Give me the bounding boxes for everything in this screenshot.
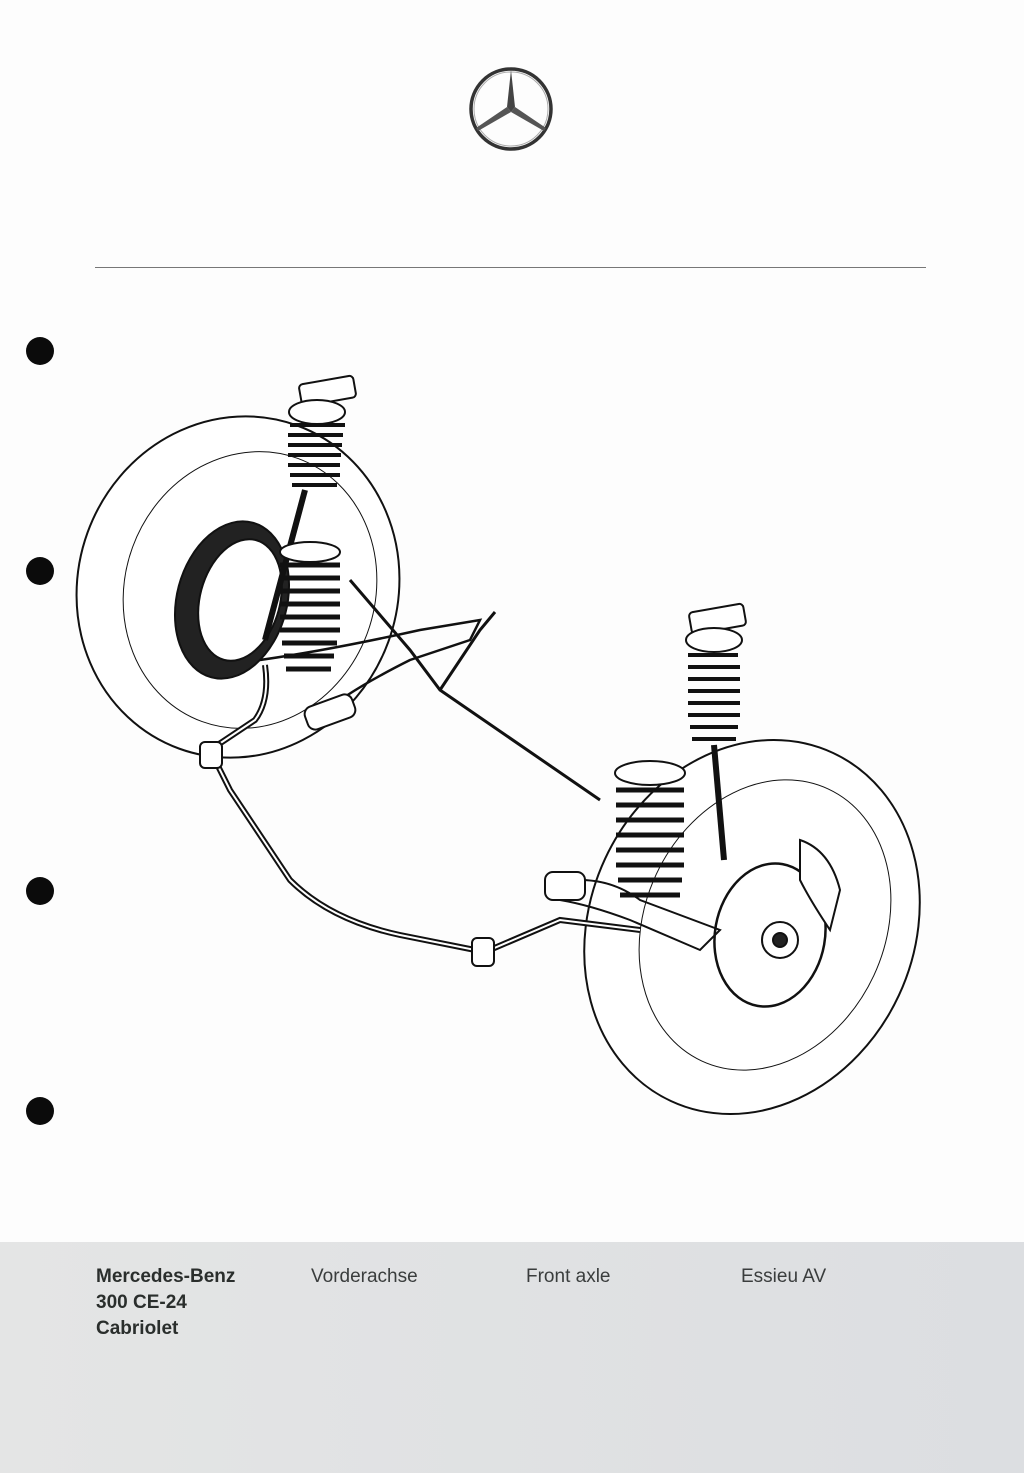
- caption-french: Essieu AV: [741, 1266, 827, 1287]
- left-strut: [262, 374, 357, 672]
- footer-band: [0, 1242, 1024, 1473]
- header-divider: [95, 267, 926, 268]
- left-wheel: [75, 415, 401, 759]
- caption-german: Vorderachse: [311, 1266, 418, 1287]
- caption-english: Front axle: [526, 1266, 611, 1287]
- punch-hole: [26, 557, 54, 585]
- punch-hole: [26, 1097, 54, 1125]
- model-name: 300 CE-24: [96, 1292, 187, 1313]
- right-wheel: [583, 739, 921, 1115]
- front-axle-illustration: [75, 374, 921, 1115]
- mercedes-star-logo: [469, 67, 553, 151]
- model-block: Mercedes-Benz 300 CE-24 Cabriolet: [96, 1264, 235, 1342]
- steering-linkage: [348, 579, 601, 802]
- punch-hole: [26, 337, 54, 365]
- punch-hole: [26, 877, 54, 905]
- body-type: Cabriolet: [96, 1318, 179, 1339]
- right-strut: [614, 602, 747, 898]
- brand-name: Mercedes-Benz: [96, 1266, 236, 1287]
